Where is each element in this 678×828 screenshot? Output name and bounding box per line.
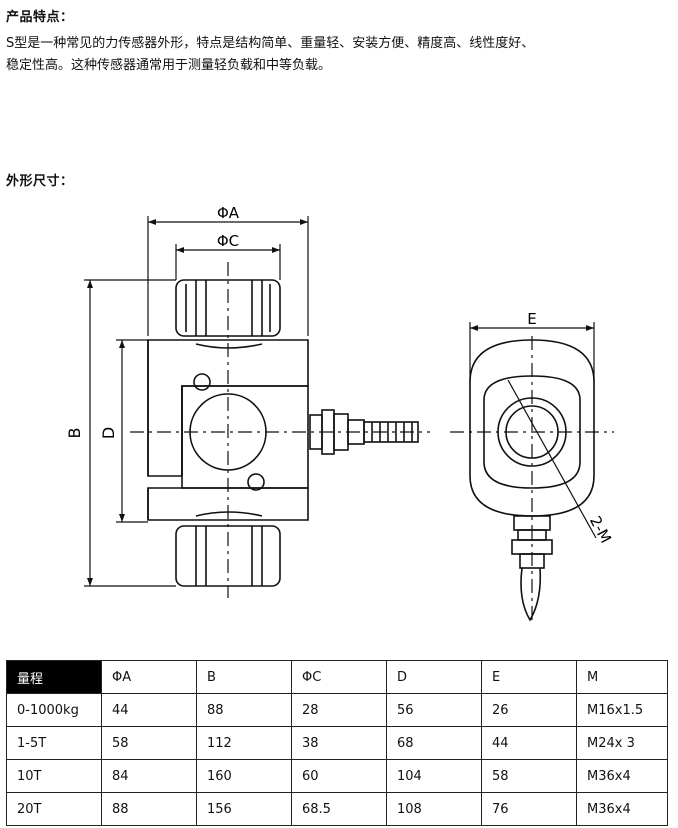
cell-range: 0-1000kg bbox=[6, 693, 102, 727]
table-row: 0-1000kg 44 88 28 56 26 M16x1.5 bbox=[6, 693, 668, 727]
cell-e: 76 bbox=[481, 792, 577, 826]
cell-phi-c: 28 bbox=[291, 693, 387, 727]
label-phi-c: ΦC bbox=[217, 232, 239, 250]
cell-b: 88 bbox=[196, 693, 292, 727]
cell-d: 56 bbox=[386, 693, 482, 727]
header-phi-a: ΦA bbox=[101, 660, 197, 694]
header-phi-c: ΦC bbox=[291, 660, 387, 694]
table-row: 10T 84 160 60 104 58 M36x4 bbox=[6, 759, 668, 793]
cell-m: M16x1.5 bbox=[576, 693, 668, 727]
label-phi-a: ΦA bbox=[217, 204, 240, 222]
cell-b: 160 bbox=[196, 759, 292, 793]
header-b: B bbox=[196, 660, 292, 694]
cell-d: 68 bbox=[386, 726, 482, 760]
features-line-2: 稳定性高。这种传感器通常用于测量轻负载和中等负载。 bbox=[6, 58, 332, 73]
cell-range: 1-5T bbox=[6, 726, 102, 760]
cell-phi-c: 38 bbox=[291, 726, 387, 760]
cell-e: 26 bbox=[481, 693, 577, 727]
cell-d: 104 bbox=[386, 759, 482, 793]
header-range: 量程 bbox=[6, 660, 102, 694]
cell-phi-a: 44 bbox=[101, 693, 197, 727]
label-d: D bbox=[99, 427, 118, 439]
label-e: E bbox=[527, 310, 536, 328]
cell-b: 112 bbox=[196, 726, 292, 760]
features-heading: 产品特点： bbox=[6, 10, 74, 25]
cell-phi-a: 58 bbox=[101, 726, 197, 760]
cell-m: M36x4 bbox=[576, 759, 668, 793]
table-row: 1-5T 58 112 38 68 44 M24x 3 bbox=[6, 726, 668, 760]
label-2m: 2-M bbox=[586, 513, 615, 546]
cell-m: M36x4 bbox=[576, 792, 668, 826]
header-e: E bbox=[481, 660, 577, 694]
table-row: 20T 88 156 68.5 108 76 M36x4 bbox=[6, 792, 668, 826]
cell-m: M24x 3 bbox=[576, 726, 668, 760]
dimensions-heading: 外形尺寸： bbox=[6, 174, 74, 189]
features-line-1: S型是一种常见的力传感器外形，特点是结构简单、重量轻、安装方便、精度高、线性度好… bbox=[6, 36, 535, 51]
cell-phi-c: 60 bbox=[291, 759, 387, 793]
label-b: B bbox=[65, 428, 84, 439]
cell-range: 10T bbox=[6, 759, 102, 793]
dimension-drawing: ΦA ΦC B D E 2-M bbox=[65, 204, 615, 622]
header-m: M bbox=[576, 660, 668, 694]
cell-phi-a: 84 bbox=[101, 759, 197, 793]
cell-e: 44 bbox=[481, 726, 577, 760]
cell-range: 20T bbox=[6, 792, 102, 826]
cell-phi-a: 88 bbox=[101, 792, 197, 826]
cell-b: 156 bbox=[196, 792, 292, 826]
header-d: D bbox=[386, 660, 482, 694]
table-header-row: 量程 ΦA B ΦC D E M bbox=[6, 660, 668, 694]
cell-phi-c: 68.5 bbox=[291, 792, 387, 826]
cell-d: 108 bbox=[386, 792, 482, 826]
cell-e: 58 bbox=[481, 759, 577, 793]
specification-table: 量程 ΦA B ΦC D E M 0-1000kg 44 88 28 56 26… bbox=[6, 660, 668, 826]
